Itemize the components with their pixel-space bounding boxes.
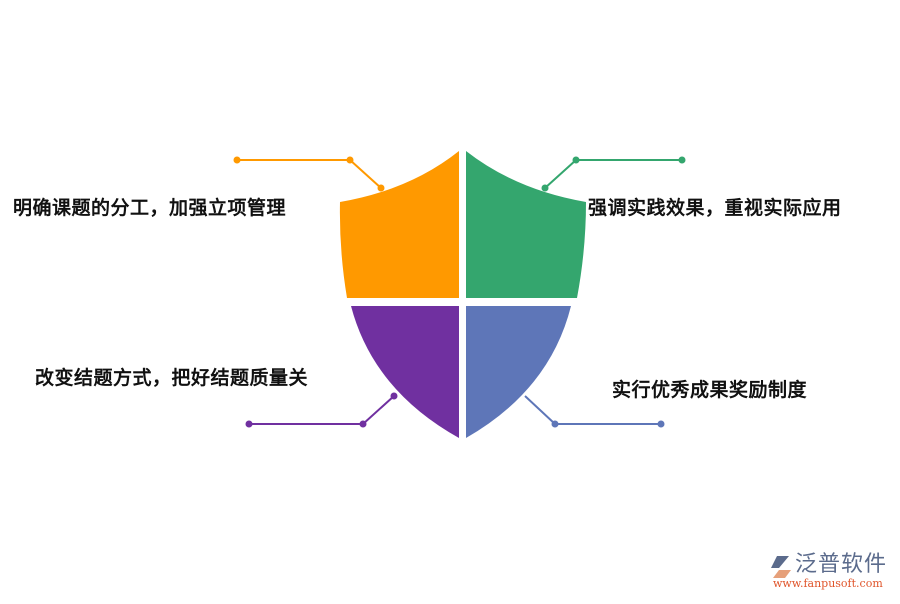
connector-top-right <box>541 156 686 192</box>
label-top-left: 明确课题的分工，加强立项管理 <box>13 197 287 219</box>
connector-bottom-right <box>524 395 665 428</box>
label-bottom-right: 实行优秀成果奖励制度 <box>612 379 808 401</box>
label-bottom-left: 改变结题方式，把好结题质量关 <box>35 367 309 389</box>
shield-quadrant-top-right <box>466 151 586 298</box>
shield-quadrant-bottom-right <box>466 306 571 438</box>
brand-logo-icon <box>771 556 791 578</box>
connector-bottom-left <box>245 392 398 428</box>
brand-name: 泛普软件 <box>795 552 888 577</box>
brand-logo: 泛普软件 www.fanpusoft.com <box>765 552 895 592</box>
label-top-right: 强调实践效果，重视实际应用 <box>588 197 842 219</box>
shield-quadrant-bottom-left <box>351 306 459 438</box>
shield-quadrant-top-left <box>339 151 459 298</box>
connector-top-left <box>233 156 385 192</box>
brand-url: www.fanpusoft.com <box>773 577 883 590</box>
